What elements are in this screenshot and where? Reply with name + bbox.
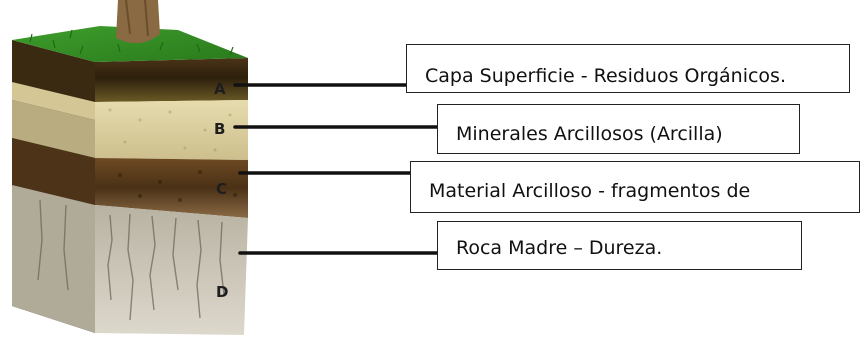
layer-letter-c: C xyxy=(216,180,227,198)
label-box-c: Material Arcilloso - fragmentos de xyxy=(410,161,860,213)
label-text-c: Material Arcilloso - fragmentos de xyxy=(429,180,751,202)
layer-d-bedrock xyxy=(37,199,248,335)
layer-c-subsoil xyxy=(95,158,248,218)
label-box-a: Capa Superficie - Residuos Orgánicos. xyxy=(406,44,850,93)
tree-trunk xyxy=(116,0,160,44)
label-text-a: Capa Superficie - Residuos Orgánicos. xyxy=(425,65,786,87)
label-box-b: Minerales Arcillosos (Arcilla) xyxy=(437,104,800,154)
layer-a-topsoil xyxy=(95,58,248,102)
label-box-d: Roca Madre – Dureza. xyxy=(437,221,802,270)
layer-letter-a: A xyxy=(214,80,226,98)
layer-letter-b: B xyxy=(214,120,225,138)
soil-texture xyxy=(108,108,237,202)
soil-block-side xyxy=(12,40,95,333)
grass-surface xyxy=(12,26,248,62)
label-text-b: Minerales Arcillosos (Arcilla) xyxy=(456,123,723,145)
layer-b-clay xyxy=(95,100,248,160)
label-text-d: Roca Madre – Dureza. xyxy=(456,237,663,259)
layer-letter-d: D xyxy=(216,283,228,301)
